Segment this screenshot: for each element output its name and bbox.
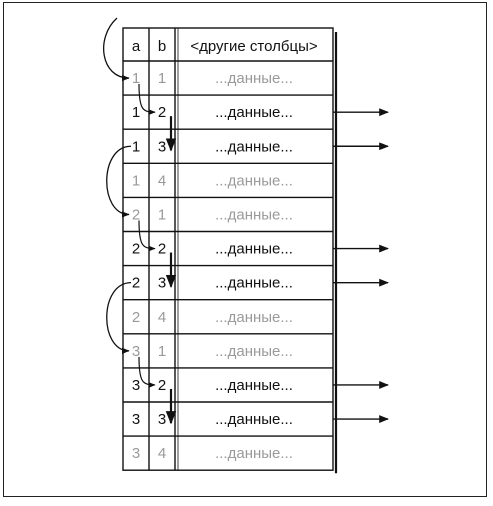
- cell-b: 2: [158, 241, 166, 258]
- cell-b: 3: [158, 411, 166, 428]
- cell-data: ...данные...: [215, 445, 293, 462]
- cell-data: ...данные...: [215, 309, 293, 326]
- table-grid: [122, 27, 338, 474]
- cell-b: 3: [158, 138, 166, 155]
- cell-a: 3: [132, 343, 140, 360]
- table-row: 2 4 ...данные...: [132, 309, 293, 326]
- table-row: 3 1 ...данные...: [132, 343, 293, 360]
- cell-a: 1: [132, 138, 140, 155]
- table-row: 3 4 ...данные...: [132, 445, 293, 462]
- cell-a: 1: [132, 104, 140, 121]
- cell-a: 3: [132, 445, 140, 462]
- cell-a: 1: [132, 70, 140, 87]
- table-row: 3 3 ...данные...: [132, 411, 293, 428]
- cell-b: 3: [158, 275, 166, 292]
- row-seek-arrow: [138, 220, 156, 252]
- table-row: 2 2 ...данные...: [132, 241, 293, 258]
- cell-data: ...данные...: [215, 343, 293, 360]
- output-arrows: [333, 108, 389, 423]
- header-b: b: [158, 38, 166, 55]
- cell-a: 3: [132, 411, 140, 428]
- cell-data: ...данные...: [215, 104, 293, 121]
- header-other-columns: <другие столбцы>: [190, 38, 317, 55]
- table-row: 1 2 ...данные...: [132, 104, 293, 121]
- row-seek-arrow: [138, 84, 156, 116]
- header-a: a: [132, 38, 141, 55]
- group-seek-arrow: [106, 282, 132, 354]
- table-row: 3 2 ...данные...: [132, 377, 293, 394]
- cell-a: 1: [132, 172, 140, 189]
- cell-a: 2: [132, 309, 140, 326]
- cell-data: ...данные...: [215, 275, 293, 292]
- table-row: 2 1 ...данные...: [132, 206, 293, 223]
- cell-a: 2: [132, 241, 140, 258]
- cell-data: ...данные...: [215, 241, 293, 258]
- cell-b: 4: [158, 309, 166, 326]
- table-row: 1 4 ...данные...: [132, 172, 293, 189]
- group-seek-arrow: [103, 17, 130, 82]
- seek-arrows: [103, 17, 177, 425]
- row-seek-arrow: [138, 356, 156, 388]
- cell-b: 4: [158, 445, 166, 462]
- cell-data: ...данные...: [215, 70, 293, 87]
- cell-data: ...данные...: [215, 206, 293, 223]
- table-rows: 1 1 ...данные... 1 2 ...данные... 1 3 ...данные.…: [132, 70, 293, 462]
- group-seek-arrow: [106, 145, 132, 218]
- cell-b: 2: [158, 377, 166, 394]
- cell-b: 4: [158, 172, 166, 189]
- table-row: 2 3 ...данные...: [132, 275, 293, 292]
- cell-data: ...данные...: [215, 411, 293, 428]
- table-row: 1 3 ...данные...: [132, 138, 293, 155]
- cell-data: ...данные...: [215, 377, 293, 394]
- figure-frame: [3, 2, 487, 497]
- cell-data: ...данные...: [215, 172, 293, 189]
- cell-a: 2: [132, 206, 140, 223]
- cell-b: 1: [158, 343, 166, 360]
- cell-a: 3: [132, 377, 140, 394]
- cell-data: ...данные...: [215, 138, 293, 155]
- cell-b: 1: [158, 206, 166, 223]
- cell-b: 2: [158, 104, 166, 121]
- cell-b: 1: [158, 70, 166, 87]
- table-row: 1 1 ...данные...: [132, 70, 293, 87]
- cell-a: 2: [132, 275, 140, 292]
